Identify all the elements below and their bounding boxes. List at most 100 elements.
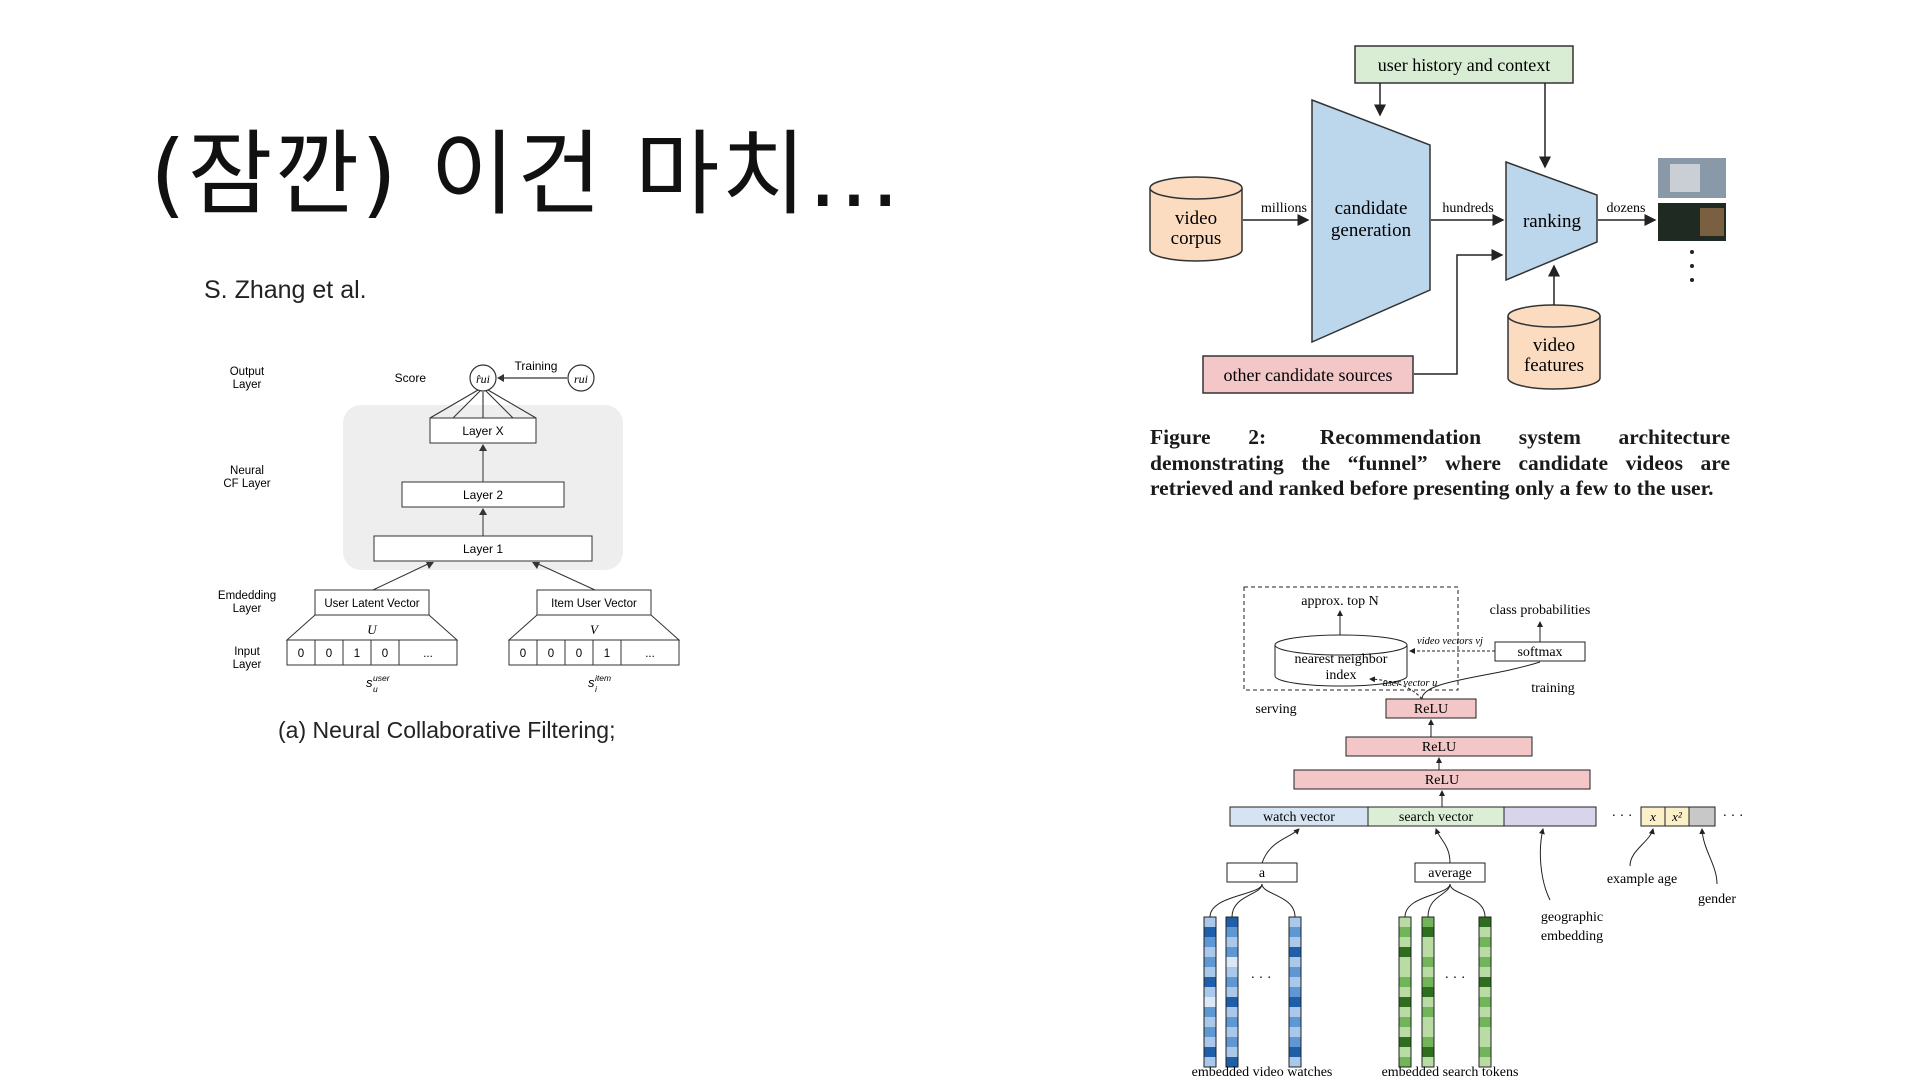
relu-label: ReLU <box>1425 773 1459 788</box>
ranking-label: ranking <box>1523 211 1582 232</box>
embedding-cell <box>1399 957 1411 967</box>
video-features-label-2: features <box>1524 355 1584 376</box>
dots-separator: · · · <box>1612 809 1633 824</box>
embedding-layer-label: Emdedding <box>218 590 276 602</box>
embedding-cell <box>1226 987 1238 997</box>
embedding-cell <box>1289 987 1301 997</box>
item-matrix-label: V <box>590 622 600 637</box>
embedding-cell <box>1422 987 1434 997</box>
embedding-cell <box>1399 927 1411 937</box>
embedding-cell <box>1399 967 1411 977</box>
user-input-cell: 0 <box>298 648 304 660</box>
slide-title: (잠깐) 이건 마치... <box>150 121 902 228</box>
embedding-cell <box>1204 1057 1216 1067</box>
other-sources-label: other candidate sources <box>1224 365 1393 385</box>
embedding-cell <box>1226 1037 1238 1047</box>
relu-label: ReLU <box>1414 702 1448 717</box>
figure-2-caption: Figure 2: Recommendation system architec… <box>1150 425 1730 502</box>
embedding-cell <box>1204 917 1216 927</box>
search-vector-label: search vector <box>1399 810 1474 825</box>
layer-1-label: Layer 1 <box>463 542 503 556</box>
embedding-cell <box>1289 927 1301 937</box>
embedding-cell <box>1422 917 1434 927</box>
embedding-cell <box>1399 1057 1411 1067</box>
video-corpus-label-2: corpus <box>1171 228 1222 249</box>
geographic-embedding-box <box>1503 806 1597 827</box>
figure-2-caption-label: Figure 2: <box>1150 425 1267 449</box>
layer-x-label: Layer X <box>462 424 503 438</box>
embedding-cell <box>1479 1057 1491 1067</box>
score-label: Score <box>395 371 427 385</box>
embedding-cell <box>1422 947 1434 957</box>
embedding-cell <box>1479 977 1491 987</box>
embedding-cell <box>1289 977 1301 987</box>
context-box <box>1354 45 1574 84</box>
user-input-vector: 0 0 1 0 ... <box>286 639 458 666</box>
embedding-cell <box>1479 1007 1491 1017</box>
embedding-cell <box>1399 1007 1411 1017</box>
embedding-cell <box>1399 977 1411 987</box>
embedding-cell <box>1399 997 1411 1007</box>
embedding-cell <box>1422 997 1434 1007</box>
user-input-cell: 0 <box>326 648 332 660</box>
svg-text:s: s <box>588 675 595 690</box>
embedding-cell <box>1204 987 1216 997</box>
embedding-cell <box>1226 1057 1238 1067</box>
more-dots <box>1690 250 1694 254</box>
user-latent-vector-label: User Latent Vector <box>324 598 419 610</box>
embedding-cell <box>1226 977 1238 987</box>
embedding-cell <box>1204 1047 1216 1057</box>
item-input-cell: 0 <box>520 648 526 660</box>
embedding-cell <box>1289 1007 1301 1017</box>
embedding-cell <box>1289 1027 1301 1037</box>
example-age-label: example age <box>1607 872 1677 887</box>
candidate-label-2: generation <box>1331 220 1412 241</box>
embedding-cell <box>1289 957 1301 967</box>
embedding-column <box>1421 916 1435 1068</box>
embedding-cell <box>1479 947 1491 957</box>
dozens-label: dozens <box>1607 201 1646 216</box>
embedding-cell <box>1399 1047 1411 1057</box>
author-label: S. Zhang et al. <box>204 276 367 304</box>
embedding-cell <box>1204 1027 1216 1037</box>
embedding-cell <box>1479 1037 1491 1047</box>
svg-text:user: user <box>373 673 391 683</box>
search-embedding-branches <box>1404 883 1486 918</box>
embedding-cell <box>1289 937 1301 947</box>
embedding-cell <box>1479 987 1491 997</box>
embedded-tokens-label: embedded search tokens <box>1382 1065 1519 1080</box>
embedding-cell <box>1422 937 1434 947</box>
embedding-cell <box>1204 967 1216 977</box>
embedding-cell <box>1289 1057 1301 1067</box>
embedding-cell <box>1422 1017 1434 1027</box>
embedding-cell <box>1399 1037 1411 1047</box>
embedding-cell <box>1226 917 1238 927</box>
training-label: Training <box>515 359 558 373</box>
embedding-cell <box>1422 1057 1434 1067</box>
ncf-diagram: Output Layer Neural CF Layer Emdedding L… <box>218 359 681 694</box>
dots-separator: · · · <box>1723 809 1744 824</box>
embedding-column <box>1225 916 1239 1068</box>
embedding-cell <box>1204 937 1216 947</box>
embedding-cell <box>1479 1017 1491 1027</box>
embedded-watches-label: embedded video watches <box>1192 1065 1333 1080</box>
embedding-cell <box>1289 1047 1301 1057</box>
embedding-cell <box>1204 1017 1216 1027</box>
video-corpus-cylinder: video corpus <box>1149 176 1243 262</box>
embedding-cell <box>1422 1047 1434 1057</box>
embedding-cell <box>1422 967 1434 977</box>
video-vectors-label: video vectors vj <box>1417 636 1483 647</box>
embedding-cell <box>1422 927 1434 937</box>
serving-label: serving <box>1255 702 1296 717</box>
embedding-cell <box>1479 917 1491 927</box>
nearest-neighbor-label: nearest neighbor <box>1295 652 1388 667</box>
candidate-network-diagram: approx. top N nearest neighbor index ser… <box>1192 586 1744 1080</box>
user-input-cell: 1 <box>354 648 360 660</box>
embedding-cell <box>1226 1017 1238 1027</box>
item-vector-label: Item User Vector <box>551 598 637 610</box>
embedding-cell <box>1226 967 1238 977</box>
x-label: x <box>1649 809 1656 824</box>
approx-top-label: approx. top N <box>1301 594 1378 609</box>
watch-vector-label: watch vector <box>1263 810 1335 825</box>
